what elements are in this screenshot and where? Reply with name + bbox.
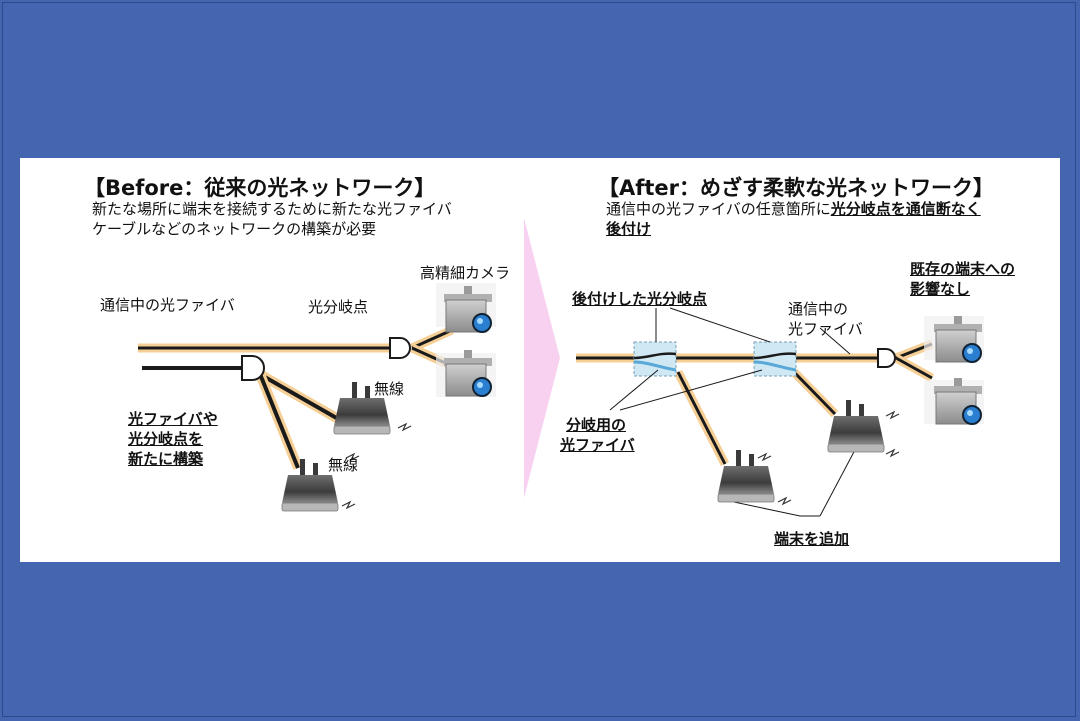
after-desc-plain: 通信中の光ファイバの任意箇所に <box>606 200 831 218</box>
after-title: 【After：めざす柔軟な光ネットワーク】 <box>598 176 995 200</box>
after-label-retrofit: 後付けした光分岐点 <box>572 290 708 308</box>
before-note-line2: 光分岐点を <box>128 430 204 448</box>
after-retrofit-splitter-1 <box>633 341 677 377</box>
after-desc-line2: 後付け <box>606 220 652 238</box>
before-label-active-fiber: 通信中の光ファイバ <box>100 296 235 314</box>
before-desc-line1: 新たな場所に端末を接続するために新たな光ファイバ <box>92 200 452 218</box>
before-desc-line2: ケーブルなどのネットワークの構築が必要 <box>92 220 377 238</box>
after-label-active-fiber-1: 通信中の <box>788 300 849 318</box>
diagram-graphics <box>138 218 984 517</box>
after-desc-bold: 光分岐点を通信断なく <box>830 200 981 218</box>
before-note-line1: 光ファイバや <box>128 410 218 428</box>
diagram-panel: 【Before：従来の光ネットワーク】 新たな場所に端末を接続するために新たな光… <box>20 158 1060 562</box>
after-branch-fiber-1 <box>676 371 727 465</box>
before-title: 【Before：従来の光ネットワーク】 <box>84 176 436 200</box>
before-label-wireless-2: 無線 <box>328 456 359 474</box>
after-splitter-shape <box>877 348 896 368</box>
after-label-no-impact-2: 影響なし <box>910 280 971 298</box>
after-desc-line1: 通信中の光ファイバの任意箇所に光分岐点を通信断なく <box>606 200 981 219</box>
before-label-splitter: 光分岐点 <box>308 298 369 316</box>
before-note-line3: 新たに構築 <box>128 450 204 468</box>
before-label-wireless-1: 無線 <box>374 380 405 398</box>
before-splitter-shape <box>389 337 411 359</box>
after-added-device-2-icon <box>827 399 885 453</box>
after-label-branch-1: 分岐用の <box>566 416 627 434</box>
after-branch-fiber-2 <box>792 370 837 416</box>
before-after-arrow <box>524 218 560 498</box>
after-label-no-impact-1: 既存の端末への <box>910 260 1016 278</box>
after-label-branch-2: 光ファイバ <box>560 436 635 454</box>
after-label-add-terminal: 端末を追加 <box>774 530 850 548</box>
before-label-camera: 高精細カメラ <box>420 264 511 282</box>
after-retrofit-splitter-2 <box>753 341 797 377</box>
before-new-splitter <box>241 355 265 381</box>
after-label-active-fiber-2: 光ファイバ <box>788 320 863 338</box>
